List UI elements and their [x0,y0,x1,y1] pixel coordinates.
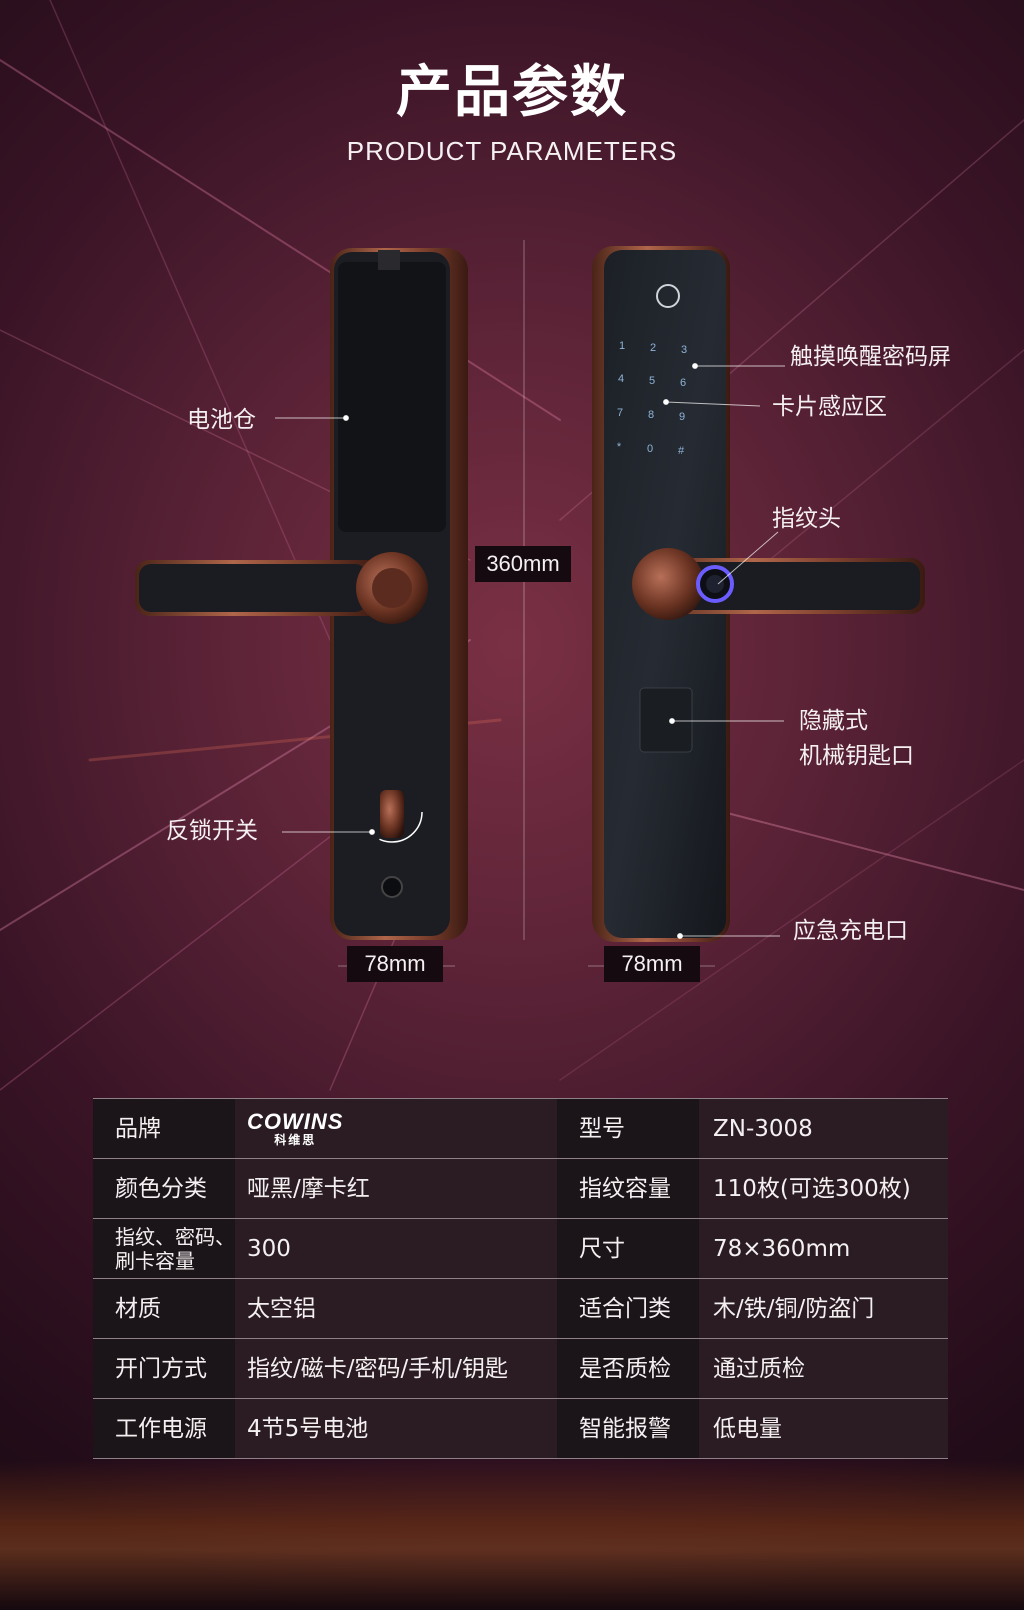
param-value: 通过质检 [699,1338,948,1399]
keypad-key: 7 [616,407,624,419]
param-key: 适合门类 [557,1278,699,1339]
keypad-key: # [677,445,685,457]
table-row: 材质 太空铝 适合门类 木/铁/铜/防盗门 [93,1278,948,1339]
dimension-width-inner: 78mm [347,946,443,982]
keypad-key: 9 [678,411,686,423]
param-value: 指纹/磁卡/密码/手机/钥匙 [235,1338,557,1399]
keyhole [381,876,403,898]
inner-lock-body [135,248,468,940]
bottom-glow [0,1460,1024,1610]
parameters-table: 品牌 COWINS 科维思 型号 ZN-3008 颜色分类 哑黑/摩卡红 指纹容… [93,1098,948,1459]
param-key: 工作电源 [93,1398,235,1459]
keypad-key: 2 [649,342,657,354]
param-value: 4节5号电池 [235,1398,557,1459]
outer-lock-body [592,246,925,942]
param-key: 指纹、密码、刷卡容量 [93,1218,235,1279]
lock-illustration [135,246,925,942]
param-key: 智能报警 [557,1398,699,1459]
anti-lock-knob [380,790,404,838]
param-value: 300 [235,1218,557,1279]
keypad-key: 1 [618,340,626,352]
table-row: 指纹、密码、刷卡容量 300 尺寸 78×360mm [93,1218,948,1279]
keypad-key: 4 [617,373,625,385]
doorbell-icon [656,284,680,308]
dimension-height: 360mm [475,546,571,582]
param-key: 尺寸 [557,1218,699,1279]
page-subtitle: PRODUCT PARAMETERS [346,136,678,166]
param-key: 型号 [557,1098,699,1159]
param-value: 哑黑/摩卡红 [235,1158,557,1219]
page-header: 产品参数 PRODUCT PARAMETERS [0,58,1024,168]
param-key: 是否质检 [557,1338,699,1399]
table-row: 工作电源 4节5号电池 智能报警 低电量 [93,1398,948,1459]
param-value: 78×360mm [699,1218,948,1279]
page-title: 产品参数 [396,60,628,125]
label-emergency-charge: 应急充电口 [793,918,908,944]
param-key: 指纹容量 [557,1158,699,1219]
label-battery-compartment: 电池仓 [187,407,256,433]
param-key: 开门方式 [93,1338,235,1399]
hidden-key-cover [639,687,693,753]
keypad-key: 5 [648,375,656,387]
param-value: 110枚(可选300枚) [699,1158,948,1219]
label-touch-screen: 触摸唤醒密码屏 [790,344,951,370]
keypad-key: 8 [647,409,655,421]
label-fingerprint: 指纹头 [772,506,841,532]
keypad-key: 0 [646,443,654,455]
dimension-width-outer: 78mm [604,946,700,982]
param-key: 颜色分类 [93,1158,235,1219]
table-row: 颜色分类 哑黑/摩卡红 指纹容量 110枚(可选300枚) [93,1158,948,1219]
param-key: 材质 [93,1278,235,1339]
brand-logo-cn: 科维思 [274,1132,317,1147]
label-hidden-key-line1: 隐藏式 [799,708,868,734]
param-value: 木/铁/铜/防盗门 [699,1278,948,1339]
param-value: 低电量 [699,1398,948,1459]
keypad-key: 6 [679,377,687,389]
battery-compartment [338,262,446,532]
param-value: 太空铝 [235,1278,557,1339]
param-value: ZN-3008 [699,1098,948,1159]
table-row: 品牌 COWINS 科维思 型号 ZN-3008 [93,1098,948,1159]
brand-logo: COWINS 科维思 [247,1108,344,1147]
label-card-area: 卡片感应区 [772,394,887,420]
param-key: 品牌 [93,1098,235,1159]
keypad-key: * [616,441,622,453]
brand-logo-en: COWINS [247,1108,344,1134]
keypad-key: 3 [680,344,688,356]
label-hidden-key-line2: 机械钥匙口 [799,743,914,769]
keypad: 1 2 3 4 5 6 7 8 9 * 0 # [610,330,710,460]
param-value-brand-logo: COWINS 科维思 [235,1098,557,1159]
table-row: 开门方式 指纹/磁卡/密码/手机/钥匙 是否质检 通过质检 [93,1338,948,1399]
label-anti-lock: 反锁开关 [166,818,258,844]
